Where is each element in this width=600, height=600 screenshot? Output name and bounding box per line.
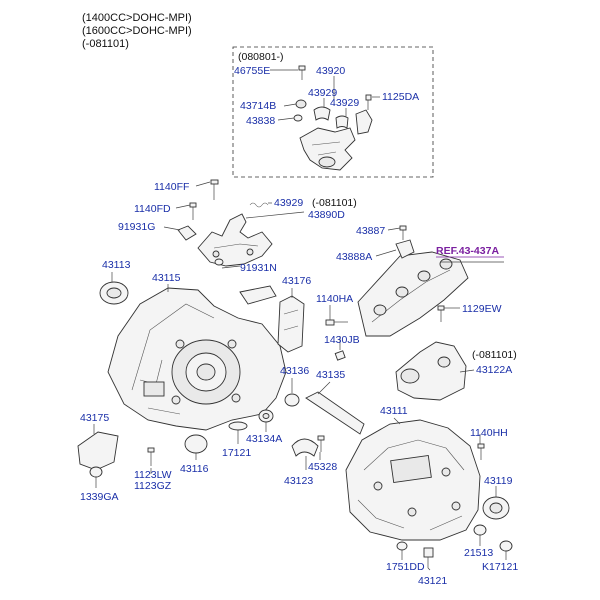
bolt-1140FD [189,202,197,220]
bolt-45328 [317,435,325,452]
label-1140FD: 1140FD [134,203,171,215]
label-43113: 43113 [102,259,131,271]
bolt-1123LW-1123GZ [147,447,155,466]
oil-seal-43113 [99,281,129,305]
seal-43134A [258,409,274,423]
header-line-2: (1600CC>DOHC-MPI) [82,25,192,37]
label-1339GA: 1339GA [80,491,119,503]
label-43929-b: 43929 [330,97,359,109]
clip-43123 [291,438,319,457]
label-17121: 17121 [222,447,251,459]
bolt-1140HA [325,319,348,326]
gasket-17121 [228,421,248,431]
cap-K17121 [499,540,513,552]
clutch-housing-43115 [107,287,287,431]
label-1140HH: 1140HH [470,427,508,439]
label-21513: 21513 [464,547,493,559]
label-1123LW: 1123LW [134,469,172,481]
bolt-43887 [399,225,407,240]
label-46755E: 46755E [234,65,270,77]
oil-seal-43119 [482,496,510,520]
label-1751DD: 1751DD [386,561,425,573]
leader-lines [93,69,507,571]
spring-clip-43929-a [313,106,331,121]
bolt-46755E [298,65,306,80]
plug-1339GA [89,466,103,478]
label-081101-a: (-081101) [312,197,357,209]
shift-lever-assembly [299,127,356,171]
label-43920: 43920 [316,65,345,77]
label-43929-c: 43929 [274,197,303,209]
label-1140HA: 1140HA [316,293,353,305]
label-43838: 43838 [246,115,275,127]
label-43929-a: 43929 [308,87,337,99]
bolt-1125DA [365,94,372,110]
label-K17121: K17121 [482,561,518,573]
bolt-1129EW [437,305,445,322]
rail-43135 [305,391,365,435]
seal-21513 [473,524,487,536]
label-43135: 43135 [316,369,345,381]
label-43136: 43136 [280,365,309,377]
label-081101-b: (-081101) [472,349,517,361]
label-1123GZ: 1123GZ [134,480,172,492]
inset-box [232,46,434,178]
label-43111: 43111 [380,405,408,417]
transaxle-case-43111 [345,419,481,541]
label-43176: 43176 [282,275,311,287]
bolt-43121 [423,547,434,568]
bracket-43920-right [355,109,373,135]
label-43175: 43175 [80,412,109,424]
label-43887: 43887 [356,225,385,237]
plug-1751DD [396,541,408,551]
label-91931G: 91931G [118,221,155,233]
label-ref-43-437A: REF.43-437A [436,245,499,257]
part-43888A [395,239,415,259]
header-line-1: (1400CC>DOHC-MPI) [82,12,192,24]
label-43714B: 43714B [240,100,276,112]
bracket-43176 [277,295,305,353]
spring-43929-c [249,202,269,208]
label-43115: 43115 [152,272,181,284]
label-1129EW: 1129EW [462,303,502,315]
label-43123: 43123 [284,475,313,487]
label-43116: 43116 [180,463,209,475]
part-labels: 46755E 43920 43929 43929 1125DA 43714B 4… [80,65,518,587]
label-1430JB: 1430JB [324,334,360,346]
label-45328: 45328 [308,461,337,473]
shift-cover-ref-43-437A [357,251,469,337]
ring-43838 [293,114,303,122]
label-1125DA: 1125DA [382,91,419,103]
pin-91931N [214,258,224,266]
inset-date-note: (080801-) [238,51,284,63]
cap-43714B [295,99,307,109]
pin-1430JB [334,350,346,361]
label-43122A: 43122A [476,364,512,376]
label-43134A: 43134A [246,433,282,445]
bracket-43176-top [239,285,277,305]
label-43121: 43121 [418,575,447,587]
pin-91931G [177,225,197,241]
shift-bracket-43890D [197,213,273,267]
label-43119: 43119 [484,475,513,487]
mount-bracket-43122A [395,341,467,401]
label-1140FF: 1140FF [154,181,189,193]
bracket-43175 [77,431,119,471]
label-91931N: 91931N [240,262,277,274]
label-43888A: 43888A [336,251,372,263]
seal-43136 [284,393,300,407]
bolt-1140HH [477,443,485,460]
plate-43116 [184,434,208,454]
bolt-1140FF [210,179,219,200]
label-43890D: 43890D [308,209,345,221]
spring-clip-43929-b [335,115,349,129]
header-line-3: (-081101) [82,38,129,50]
